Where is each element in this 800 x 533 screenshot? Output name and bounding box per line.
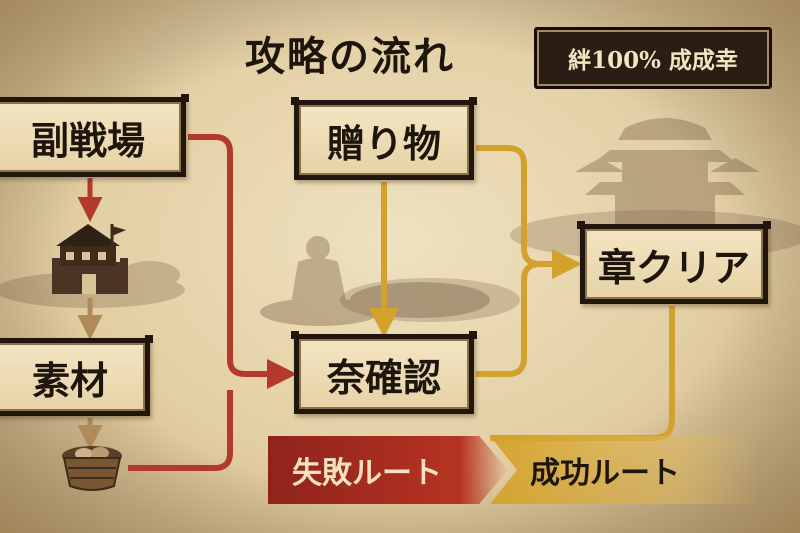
node-shoclear: 章クリア — [577, 221, 771, 304]
success-route-banner: 成功ルート — [490, 436, 760, 504]
bond-badge: 絆100% 成成幸 — [534, 27, 772, 89]
edge-fukusenjo-narakakunin — [188, 134, 297, 389]
edge-okurimono-shoclear — [476, 145, 582, 279]
page-title: 攻略の流れ — [245, 33, 455, 80]
flag-icon — [110, 224, 126, 254]
fail-route-banner: 失敗ルート — [268, 436, 508, 504]
node-okurimono: 贈り物 — [291, 97, 477, 180]
node-fukusenjo: 副戦場 — [0, 94, 189, 177]
edge-basket-narakakunin — [128, 390, 233, 471]
castle-icon — [52, 224, 128, 294]
basket-icon — [62, 446, 122, 491]
edge-narakakunin-shoclear — [476, 261, 541, 377]
node-narakakunin: 奈確認 — [291, 331, 477, 414]
node-sozai: 素材 — [0, 335, 153, 416]
